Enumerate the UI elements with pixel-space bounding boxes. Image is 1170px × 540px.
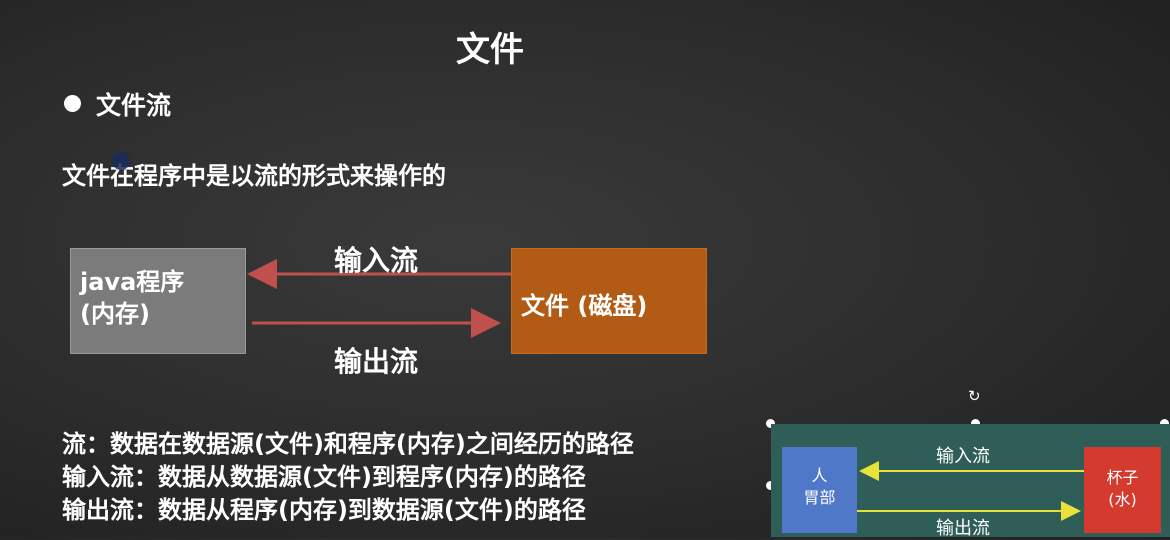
resize-handle-top-left[interactable] <box>766 419 775 428</box>
output-stream-label: 输出流 <box>334 345 419 378</box>
program-box-label: java程序 (内存) <box>80 268 185 328</box>
bullet-heading: 文件流 <box>96 91 172 120</box>
definitions-list: 流：数据在数据源(文件)和程序(内存)之间经历的路径 输入流：数据从数据源(文件… <box>62 428 634 527</box>
definition-input-stream: 输入流：数据从数据源(文件)到程序(内存)的路径 <box>62 463 586 491</box>
definition-stream: 流：数据在数据源(文件)和程序(内存)之间经历的路径 <box>62 430 634 458</box>
cup-label: 杯子 <box>1106 468 1139 487</box>
resize-handle-top-right[interactable] <box>1160 419 1169 428</box>
mini-input-label: 输入流 <box>936 446 990 467</box>
person-stomach-box: 人 胃部 <box>782 447 857 533</box>
slide-title: 文件 <box>456 30 524 70</box>
mini-output-label: 输出流 <box>936 518 990 539</box>
water-label: (水) <box>1108 490 1137 509</box>
program-box: java程序 (内存) <box>70 248 246 354</box>
cup-water-box: 杯子 (水) <box>1084 447 1161 533</box>
input-stream-label: 输入流 <box>334 244 419 277</box>
definition-output-stream: 输出流：数据从程序(内存)到数据源(文件)的路径 <box>62 496 586 524</box>
rotate-handle-icon[interactable]: ↻ <box>968 387 981 405</box>
mini-stream-arrows <box>857 461 1084 521</box>
file-box-label: 文件 (磁盘) <box>521 292 648 320</box>
resize-handle-top-center[interactable] <box>971 419 980 428</box>
person-label: 人 <box>811 466 828 485</box>
mini-diagram-image[interactable]: 人 胃部 杯子 (水) 输入流 输出流 <box>771 424 1170 539</box>
bullet-dot-icon <box>64 95 81 112</box>
stomach-label: 胃部 <box>803 488 836 507</box>
file-box: 文件 (磁盘) <box>511 248 707 354</box>
resize-handle-middle-left[interactable] <box>766 481 775 490</box>
mouse-cursor-icon <box>112 152 130 170</box>
